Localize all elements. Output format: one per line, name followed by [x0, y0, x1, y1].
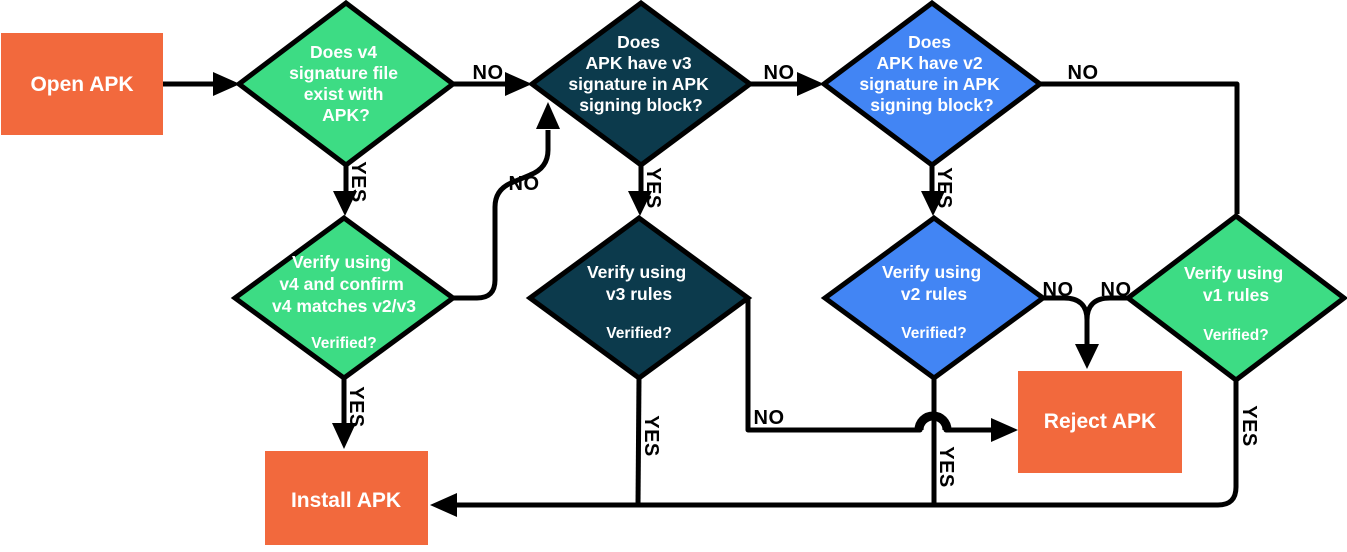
- decision-v4-signature-exists-label: Does v4 signature file exist with APK?: [289, 42, 403, 125]
- arrowhead-into-install-top: [332, 423, 356, 449]
- decision-verify-v3-question: Verified?: [606, 325, 671, 342]
- edge-labels: NO NO NO NO NO NO NO YES YES YES YES YES…: [345, 62, 1260, 488]
- edge-label-yes-verifyv2: YES: [935, 446, 957, 488]
- edge-label-yes-v4exists: YES: [347, 161, 369, 203]
- decision-v2-in-signing-block: [819, 0, 1045, 169]
- edge-label-yes-verifyv1: YES: [1238, 405, 1260, 447]
- arrowhead-into-v4exists: [213, 72, 240, 96]
- arrowhead-into-install-right: [430, 493, 457, 517]
- arrowhead-into-reject-top: [1075, 344, 1099, 369]
- decision-verify-v4: [230, 214, 458, 382]
- edge-label-no-verifyv2: NO: [1043, 279, 1074, 301]
- decision-v2-in-signing-block-label: Does APK have v2 signature in APK signin…: [859, 32, 1004, 115]
- edge-yes-verifyv3-to-install: [635, 377, 642, 506]
- decision-verify-v2: [820, 214, 1048, 382]
- decision-v3-in-signing-block-label: Does APK have v3 signature in APK signin…: [568, 32, 713, 115]
- decision-v3-in-signing-block: [527, 0, 755, 169]
- arrowheads: [213, 72, 1099, 517]
- edge-no-v2block-to-verifyv1: [1040, 81, 1240, 214]
- edge-label-yes-verifyv4: YES: [345, 386, 367, 428]
- edge-label-yes-verifyv3: YES: [640, 415, 662, 457]
- decision-verify-v4-question: Verified?: [311, 335, 376, 352]
- decision-verify-v2-label: Verify using v2 rules: [882, 262, 986, 304]
- edge-label-no-v4exists: NO: [473, 62, 504, 84]
- decision-verify-v1-question: Verified?: [1203, 327, 1268, 344]
- arrowhead-into-v2block: [797, 72, 824, 96]
- node-install-apk: [265, 451, 428, 545]
- edge-no-verifyv4-to-v3block: [453, 130, 551, 301]
- arrowhead-into-reject-left: [991, 418, 1018, 442]
- node-install-apk-label: Install APK: [291, 489, 401, 512]
- arrowhead-into-verifyv2: [921, 191, 945, 216]
- arrowhead-into-verifyv3: [628, 191, 652, 216]
- arrowhead-no-verifyv4-into-v3block: [536, 102, 560, 129]
- node-reject-apk: [1018, 371, 1182, 473]
- decision-verify-v1: [1123, 212, 1347, 384]
- edge-lines: [163, 81, 1240, 508]
- decision-v4-signature-exists: [234, 0, 458, 169]
- decision-verify-v3: [525, 214, 753, 382]
- arrowhead-into-verifyv4: [333, 191, 357, 216]
- node-open-apk-label: Open APK: [30, 73, 133, 96]
- decision-verify-v1-label: Verify using v1 rules: [1184, 263, 1288, 305]
- edge-no-verifyv1-to-reject: [1084, 295, 1128, 321]
- edge-label-no-verifyv3: NO: [754, 407, 785, 429]
- edge-label-yes-v3block: YES: [642, 167, 664, 209]
- node-reject-apk-label: Reject APK: [1044, 410, 1156, 433]
- arrowhead-into-v3block: [505, 72, 532, 96]
- edge-label-no-verifyv1: NO: [1101, 279, 1132, 301]
- decision-verify-v4-label: Verify using v4 and confirm v4 matches v…: [272, 252, 416, 316]
- edge-label-no-verifyv4: NO: [509, 173, 540, 195]
- node-open-apk: [1, 33, 163, 135]
- edge-label-no-v2block: NO: [1068, 62, 1099, 84]
- decision-verify-v3-label: Verify using v3 rules: [587, 262, 691, 304]
- decision-verify-v2-question: Verified?: [901, 325, 966, 342]
- edge-label-no-v3block: NO: [764, 62, 795, 84]
- edge-yes-verifyv1-to-install: [437, 380, 1239, 508]
- edge-label-yes-v2block: YES: [933, 167, 955, 209]
